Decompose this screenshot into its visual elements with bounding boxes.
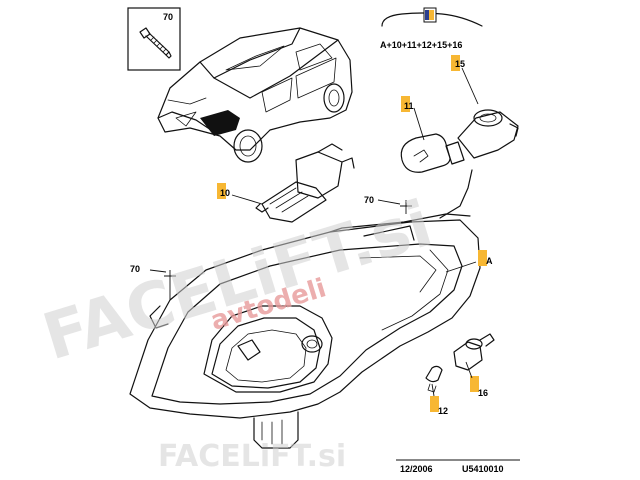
callout-16: 16	[465, 361, 488, 398]
screw-inset: 70	[127, 7, 181, 71]
svg-text:15: 15	[455, 59, 465, 69]
callout-12: 12	[430, 383, 448, 416]
svg-text:16: 16	[478, 388, 488, 398]
callout-10: 10	[217, 183, 263, 205]
car-headlamp-highlight	[200, 110, 240, 136]
h4-bulb	[255, 143, 355, 223]
footer: 12/2006 U5410010	[396, 459, 520, 474]
callout-70-left: 70	[130, 264, 140, 274]
screw-icon	[139, 27, 172, 59]
callout-70-top: 70	[364, 195, 374, 205]
headlamp-kit-icon	[423, 7, 437, 23]
callout-70-box: 70	[163, 12, 173, 22]
small-socket	[453, 333, 495, 371]
wedge-bulb	[425, 365, 443, 393]
headlamp-assembly	[129, 169, 481, 449]
headlamp-kit: A+10+11+12+15+16	[380, 7, 483, 50]
footer-date: 12/2006	[400, 464, 433, 474]
svg-text:A: A	[486, 256, 493, 266]
side-bulb	[400, 133, 465, 173]
svg-text:12: 12	[438, 406, 448, 416]
kit-brace	[381, 12, 483, 27]
screw-marker-top	[377, 199, 412, 214]
bulb-socket	[457, 109, 519, 159]
callout-15: 15	[451, 55, 479, 105]
svg-text:11: 11	[404, 101, 414, 111]
footer-code: U5410010	[462, 464, 504, 474]
car-illustration	[157, 27, 353, 163]
callout-11: 11	[401, 96, 425, 141]
callout-A: A	[445, 250, 493, 273]
watermark-main: FACELiFT.si	[35, 187, 440, 375]
watermark-bottom: FACELiFT.si	[158, 439, 346, 474]
screw-marker-left	[149, 269, 176, 300]
kit-formula: A+10+11+12+15+16	[380, 40, 462, 50]
svg-text:10: 10	[220, 188, 230, 198]
